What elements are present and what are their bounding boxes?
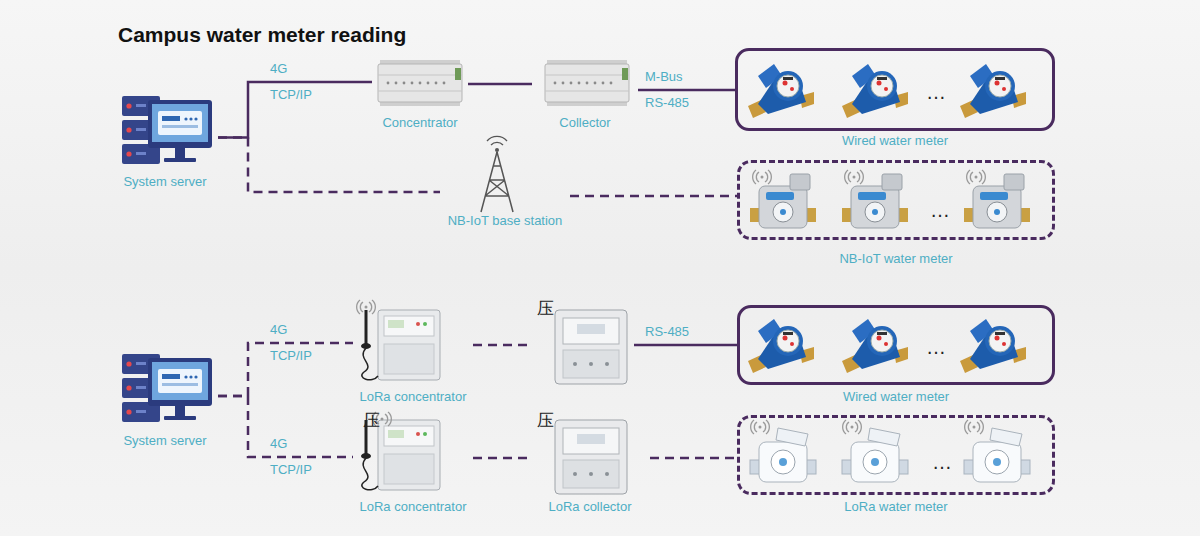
node-label: LoRa concentrator <box>353 389 473 405</box>
node-label: LoRa concentrator <box>353 499 473 515</box>
wireless-symbol <box>845 170 864 184</box>
meter-group: LoRa water meter <box>737 415 1055 495</box>
wired-meter-icon <box>842 319 908 373</box>
connector-line <box>468 83 532 86</box>
diagram-title: Campus water meter reading <box>118 22 406 48</box>
server-icon <box>122 96 212 164</box>
connector-line <box>650 457 737 460</box>
connector-line <box>634 344 737 347</box>
connector-line <box>218 396 353 457</box>
node-label: LoRa water meter <box>740 499 1052 515</box>
lora-meter-icon <box>750 428 816 482</box>
node-label: System server <box>112 174 218 190</box>
link-label: 4G TCP/IP <box>270 431 320 483</box>
wireless-symbol <box>357 300 376 314</box>
ellipsis-mark: … <box>925 200 955 220</box>
nb-meter-icon <box>964 174 1030 228</box>
connector-line <box>218 138 440 193</box>
ellipsis-mark: … <box>921 82 951 102</box>
device-node: 压 <box>528 298 634 386</box>
wireless-symbol <box>843 420 862 434</box>
connector-line <box>218 343 353 396</box>
node-label: Collector <box>532 115 638 131</box>
meter-group: Wired water meter <box>737 305 1055 385</box>
device-node: 压 LoRa collector <box>530 410 650 515</box>
nb-meter-icon <box>842 174 908 228</box>
connector-line <box>473 344 528 347</box>
node-label: NB-IoT water meter <box>740 251 1052 267</box>
marker-glyph: 压 <box>363 410 380 430</box>
wired-meter-icon <box>748 64 814 118</box>
lora-concentrator-icon <box>361 420 440 490</box>
connector-line <box>218 82 372 138</box>
wireless-symbol <box>967 170 986 184</box>
wired-meter-icon <box>842 64 908 118</box>
device-node: System server <box>112 85 218 190</box>
connector-group <box>218 82 737 458</box>
wired-meter-icon <box>748 319 814 373</box>
lora-meter-icon <box>964 428 1030 482</box>
node-label: LoRa collector <box>530 499 650 515</box>
link-label: 4G TCP/IP <box>270 317 320 369</box>
ellipsis-mark: … <box>921 337 951 357</box>
meter-group: Wired water meter <box>735 48 1055 131</box>
collector-box-icon <box>555 420 627 494</box>
device-node: Collector <box>532 55 638 131</box>
device-node: 压 LoRa concentrator <box>353 410 473 515</box>
collector-box-icon <box>555 310 627 384</box>
concentrator-icon <box>378 60 462 106</box>
collector-icon <box>545 60 629 106</box>
wireless-symbol <box>965 420 984 434</box>
device-node: System server <box>112 343 218 449</box>
base-station-tower <box>481 136 513 212</box>
node-label: Wired water meter <box>740 389 1052 405</box>
lora-concentrator-icon <box>361 310 440 380</box>
device-node: NB-IoT base station <box>440 140 570 229</box>
wired-meter-icon <box>960 319 1026 373</box>
marker-glyph: 压 <box>537 298 554 318</box>
node-label: System server <box>112 433 218 449</box>
wireless-symbol <box>373 412 392 426</box>
device-node: LoRa concentrator <box>353 300 473 405</box>
server-icon <box>122 354 212 422</box>
link-label: RS-485 <box>645 319 695 345</box>
connector-line <box>638 89 735 92</box>
wired-meter-icon <box>960 64 1026 118</box>
marker-glyph: 压 <box>537 410 554 430</box>
node-label: NB-IoT base station <box>440 213 570 229</box>
node-label: Wired water meter <box>738 133 1052 149</box>
device-node: Concentrator <box>372 55 468 131</box>
ellipsis-mark: … <box>927 452 957 472</box>
node-label: Concentrator <box>372 115 468 131</box>
wireless-symbol <box>751 420 770 434</box>
nb-meter-icon <box>750 174 816 228</box>
wireless-symbol <box>753 170 772 184</box>
link-label: M-Bus RS-485 <box>645 64 695 116</box>
connector-line <box>473 457 530 460</box>
lora-meter-icon <box>842 428 908 482</box>
connector-line <box>570 195 737 198</box>
meter-group: NB-IoT water meter <box>737 160 1055 240</box>
link-label: 4G TCP/IP <box>270 56 320 108</box>
